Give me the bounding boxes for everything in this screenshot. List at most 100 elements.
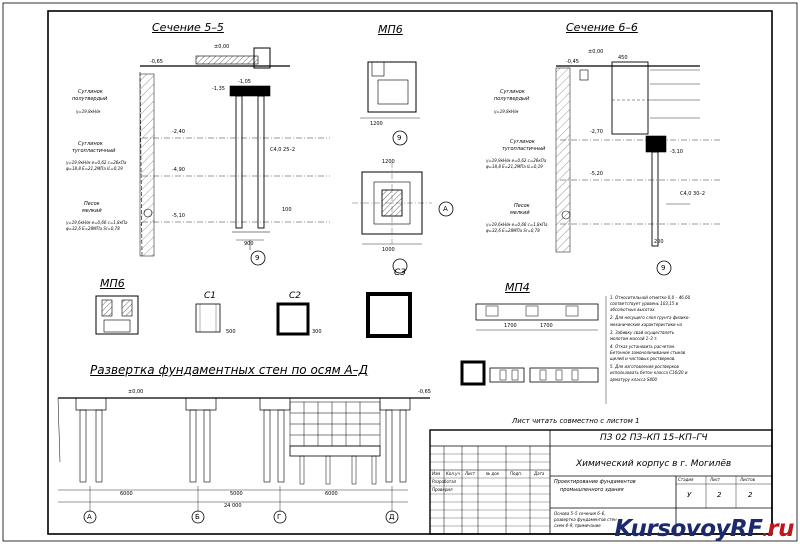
soil-layer-name: Суглинок — [78, 141, 103, 147]
level-label: ±0,00 — [588, 49, 604, 55]
sheet-title-line: промышленного здания — [560, 487, 624, 493]
axis-label: А — [443, 205, 448, 213]
c1-title: С1 — [204, 291, 217, 301]
soil-layer-params: γ=19,6кН/м e=0,66 c=1,8кПа φ=32,6 E=28МП… — [66, 220, 128, 231]
soil-layer-params: γ=19,9кН/м e=0,62 c=26кПа φ=18,8 E=21,2М… — [486, 158, 547, 169]
stage-value: У — [687, 491, 692, 499]
dimension-label: 6000 — [325, 491, 338, 497]
title-block — [429, 429, 773, 535]
axis-label: 9 — [255, 254, 260, 262]
soil-layer-desc: полутвердый — [72, 96, 108, 102]
note-link: Лист читать совместно с листом 1 — [512, 417, 640, 425]
dimension-label: 200 — [654, 239, 664, 245]
soil-layer-name: Суглинок — [78, 89, 103, 95]
sheet-header: Лист — [710, 477, 721, 482]
dimension-label: 24 000 — [224, 503, 242, 509]
razvertka-title: Развертка фундаментных стен по осям А–Д — [90, 363, 369, 377]
dimension-label: 1000 — [382, 247, 395, 253]
c3-drawing — [366, 292, 412, 338]
soil-layer-name: Суглинок — [500, 89, 525, 95]
stamp-row: Разработал — [432, 479, 457, 484]
note-line: механические характеристики на — [610, 321, 682, 327]
stamp-col: № док — [486, 471, 500, 476]
inner-frame — [47, 10, 773, 535]
level-label: -5,10 — [172, 213, 185, 219]
mp6-top-title: МП6 — [378, 23, 403, 36]
drawing-title-line: развертка фундаментов стен — [554, 517, 617, 522]
axis-label: Д — [389, 513, 395, 521]
note-line: арматуру класса S400 — [610, 376, 658, 382]
dimension-label: 1700 — [504, 323, 517, 329]
stamp-col: Лист — [465, 471, 476, 476]
project-name: Химический корпус в г. Могилёв — [576, 459, 732, 469]
dimension-label: 1200 — [370, 121, 383, 127]
note-line: Бетонное замоноличивание стыков — [610, 349, 686, 355]
section-5-5-title: Сечение 5–5 — [152, 21, 224, 34]
soil-layer-desc: полутвердый — [494, 96, 530, 102]
level-label: -3,10 — [670, 149, 683, 155]
soil-layer-name: Суглинок — [510, 139, 535, 145]
note-line: 5. Для изготовления ростверков — [610, 364, 679, 370]
notes-block: 1. Относительной отметке 0,0 – 46,60 соо… — [610, 296, 770, 382]
stamp-col: Дата — [534, 471, 545, 476]
level-label: -1,35 — [212, 86, 225, 92]
section-6-6-title: Сечение 6–6 — [566, 21, 638, 34]
level-label: -0,45 — [566, 59, 579, 65]
dimension-label: 100 — [282, 207, 292, 213]
section-6-6-drawing — [555, 61, 720, 276]
axis-label: А — [87, 513, 92, 521]
watermark-text: KursovoyRF — [614, 516, 763, 542]
doc-code: ПЗ 02 ПЗ–КП 15–КП–ГЧ — [600, 433, 708, 443]
level-label: -2,40 — [172, 129, 185, 135]
soil-layer-desc: мелкий — [510, 210, 530, 216]
level-label: ±0,00 — [214, 44, 230, 50]
mp6-bottom-drawing — [95, 295, 139, 335]
watermark-dot: . — [762, 524, 768, 540]
note-line: 1. Относительной отметке 0,0 – 46,60 — [610, 295, 691, 300]
mp4-drawing — [460, 303, 599, 386]
soil-layer-params: γ=19,6кН/м e=0,66 c=1,8кПа φ=32,6 E=28МП… — [486, 222, 548, 233]
level-label: -4,90 — [172, 167, 185, 173]
sheets-header: Листов — [740, 477, 755, 482]
dimension-label: 300 — [312, 329, 322, 335]
dimension-label: 1200 — [382, 159, 395, 165]
dimension-label: 5000 — [230, 491, 243, 497]
mp4-title: МП4 — [505, 281, 530, 294]
soil-layer-name: Песок — [514, 203, 530, 209]
sheets-value: 2 — [748, 491, 753, 499]
note-line: абсолютных высотах. — [610, 307, 656, 313]
c1-drawing — [195, 303, 221, 333]
note-line: 2. Для несущего слоя грунта физико– — [610, 315, 691, 321]
soil-layer-params: γ=19,8кН/м — [494, 109, 519, 114]
stamp-col: Подп. — [510, 471, 523, 476]
drawing-title-line: Основа 5–5 сечения 6–6, — [554, 511, 606, 516]
level-label: -0,65 — [150, 59, 163, 65]
watermark-tld: ru — [767, 516, 794, 542]
dimension-label: 450 — [618, 55, 628, 61]
stamp-col: Изм — [432, 471, 441, 476]
axis-label: Б — [195, 513, 200, 521]
soil-layer-params: γ=19,8кН/м — [76, 109, 101, 114]
soil-layer-name: Песок — [84, 201, 100, 207]
soil-layer-desc: тугопластичный — [72, 148, 116, 154]
level-label: -2,70 — [590, 129, 603, 135]
stamp-col: Кол.уч — [446, 471, 460, 476]
c2-title: С2 — [289, 291, 302, 301]
axis-label: Г — [277, 513, 282, 521]
note-line: 4. Отказ установить расчетом. — [610, 343, 676, 349]
dimension-label: 1700 — [540, 323, 553, 329]
section-5-5-drawing — [139, 47, 330, 266]
razvertka-drawing — [57, 397, 430, 524]
soil-layer-params: γ=19,9кН/м e=0,62 c=26кПа φ=18,8 E=21,2М… — [66, 160, 127, 171]
level-label: ±0,00 — [128, 389, 144, 395]
stamp-row: Проверил — [432, 487, 453, 492]
c2-drawing — [276, 302, 310, 336]
dimension-label: 900 — [244, 241, 254, 247]
dimension-label: 500 — [226, 329, 236, 335]
level-label: -5,20 — [590, 171, 603, 177]
pile-label: С4,0 25–2 — [270, 147, 296, 153]
drawing-title-line: схем 4–9, примечание — [554, 523, 601, 528]
mp6-top-drawing — [352, 61, 454, 274]
note-line: соответствует уровень 103,15 в — [610, 301, 678, 307]
